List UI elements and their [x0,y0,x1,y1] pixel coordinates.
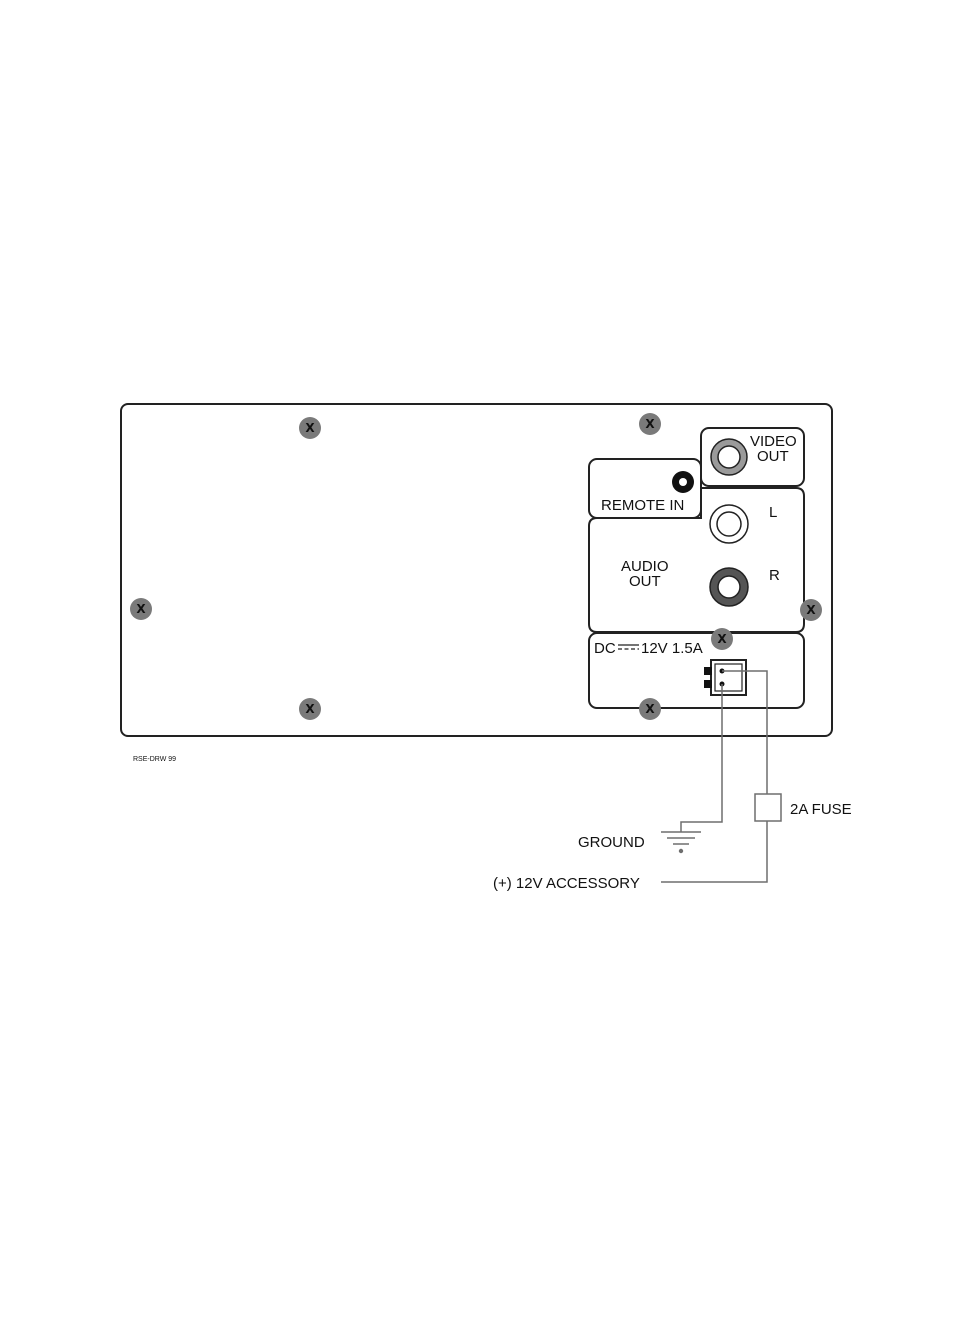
dc-power-section: DC 12V 1.5A [589,633,804,708]
svg-text:X: X [645,417,655,431]
svg-text:X: X [305,421,315,435]
drawing-reference: RSE-DRW 99 [133,756,176,763]
svg-text:X: X [806,603,816,617]
accessory-label: (+) 12V ACCESSORY [493,875,640,892]
ground-wire [681,684,722,832]
video-out-jack-inner [718,446,740,468]
remote-in-section: REMOTE IN [589,459,701,518]
svg-text:X: X [305,702,315,716]
ground-label: GROUND [578,834,645,851]
screw-left: X [130,598,152,620]
video-out-section: VIDEO OUT [701,428,804,486]
remote-in-jack-inner [679,478,687,486]
audio-out-label-line2: OUT [629,573,661,590]
wiring [661,671,781,882]
audio-left-jack-inner [717,512,741,536]
power-connector[interactable] [704,660,746,695]
audio-right-jack-inner [718,576,740,598]
audio-left-label: L [769,504,777,521]
screw-dc-top: X [711,628,733,650]
dc-symbol-icon [618,645,639,649]
screw-bottom-left: X [299,698,321,720]
dc-prefix-label: DC [594,640,616,657]
dc-rating-label: 12V 1.5A [641,640,703,657]
accessory-wire [661,821,767,882]
audio-right-label: R [769,567,780,584]
svg-text:X: X [717,632,727,646]
video-out-label-line2: OUT [757,448,789,465]
fuse-label: 2A FUSE [790,801,852,818]
screw-top-center: X [639,413,661,435]
screw-bottom-center: X [639,698,661,720]
fuse-icon [755,794,781,821]
screw-right: X [800,599,822,621]
screw-top-left: X [299,417,321,439]
remote-in-label: REMOTE IN [601,497,684,514]
ground-symbol-icon [661,832,701,853]
svg-text:X: X [645,702,655,716]
svg-text:X: X [136,602,146,616]
